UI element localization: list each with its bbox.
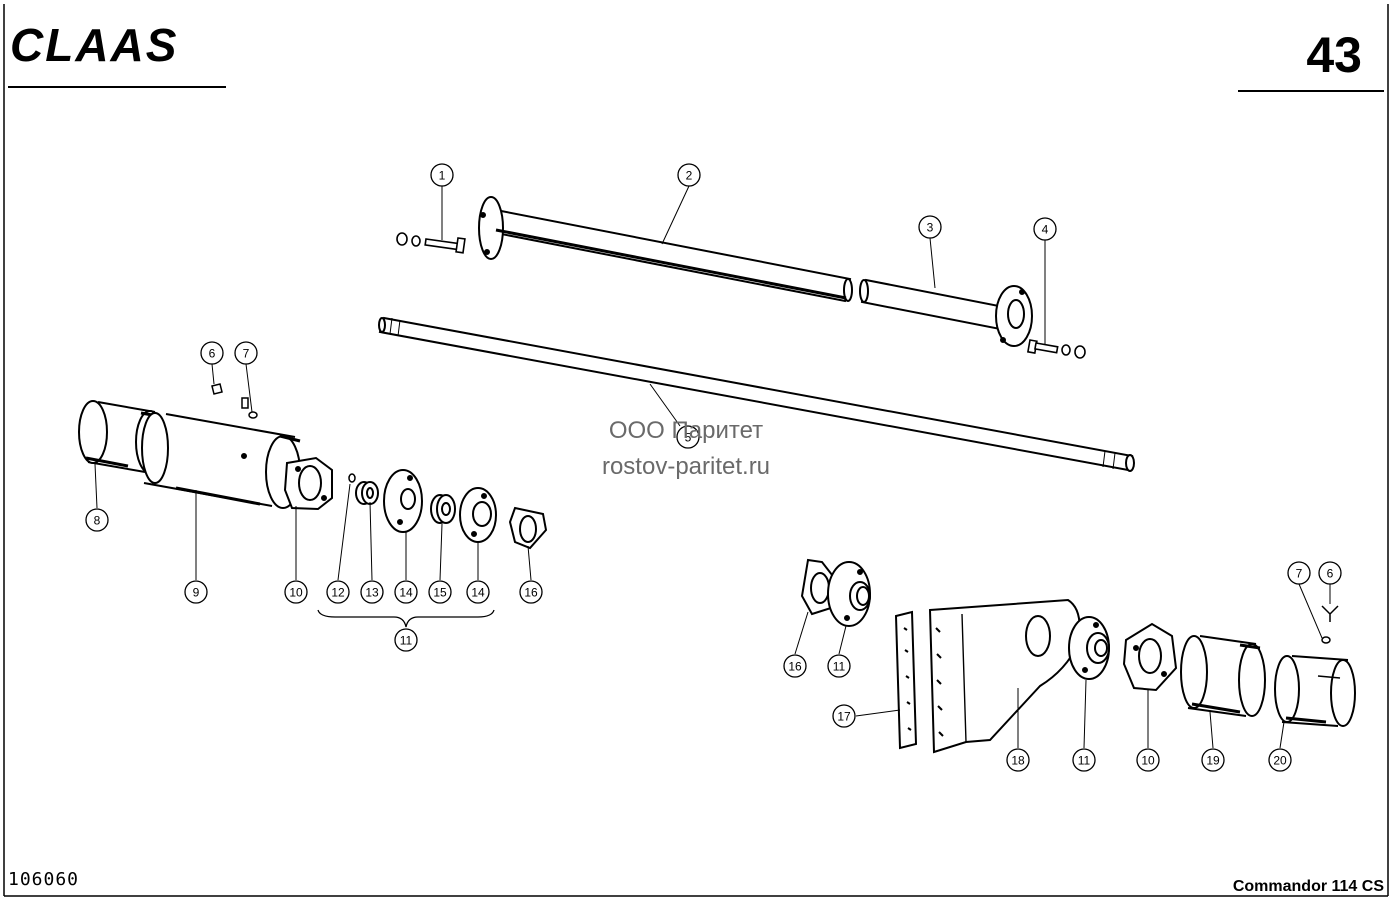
- callout-3: 3: [918, 215, 942, 239]
- sleeve-part-9: [141, 412, 301, 509]
- leader-lines: [94, 185, 1331, 749]
- svg-text:6: 6: [1327, 567, 1334, 581]
- fitting-part-6a: [211, 383, 249, 409]
- callout-14a: 14: [394, 580, 418, 604]
- svg-text:6: 6: [209, 347, 216, 361]
- callout-4: 4: [1033, 217, 1057, 241]
- callout-12: 12: [326, 580, 350, 604]
- bolt-part-4: [1026, 339, 1086, 359]
- sleeve-part-19: [1180, 635, 1266, 717]
- callout-16b: 16: [783, 654, 807, 678]
- svg-text:16: 16: [788, 660, 802, 674]
- callout-16a: 16: [519, 580, 543, 604]
- svg-text:10: 10: [1141, 754, 1155, 768]
- brand-underline: [8, 86, 226, 88]
- watermark-website: rostov-paritet.ru: [601, 453, 771, 480]
- callout-10a: 10: [284, 580, 308, 604]
- callout-14b: 14: [466, 580, 490, 604]
- callout-11c: 11: [1072, 748, 1096, 772]
- bearing-housing-part-11c: [1068, 616, 1110, 680]
- page-number: 43: [1306, 27, 1362, 83]
- callout-13: 13: [360, 580, 384, 604]
- callout-8: 8: [85, 508, 109, 532]
- pin-part-12: [348, 473, 356, 483]
- shaft-part-2: [478, 196, 853, 303]
- svg-text:7: 7: [1296, 567, 1303, 581]
- svg-text:19: 19: [1206, 754, 1220, 768]
- callout-18: 18: [1006, 748, 1030, 772]
- page-frame: [3, 4, 1389, 897]
- callout-9: 9: [184, 580, 208, 604]
- callout-1: 1: [430, 163, 454, 187]
- svg-text:1: 1: [439, 169, 446, 183]
- svg-text:11: 11: [833, 660, 846, 674]
- svg-text:4: 4: [1042, 223, 1049, 237]
- svg-text:18: 18: [1011, 754, 1025, 768]
- drawing-number: 106060: [8, 869, 80, 890]
- callout-6b: 6: [1318, 561, 1342, 585]
- svg-text:11: 11: [1078, 754, 1091, 768]
- callout-15: 15: [428, 580, 452, 604]
- svg-text:15: 15: [433, 586, 447, 600]
- callout-17: 17: [832, 704, 856, 728]
- flange-part-10a: [283, 456, 333, 511]
- svg-text:12: 12: [331, 586, 345, 600]
- svg-text:2: 2: [686, 169, 693, 183]
- svg-text:13: 13: [365, 586, 379, 600]
- bushing-part-13: [355, 481, 379, 505]
- bearing-part-15: [430, 494, 456, 524]
- callout-6a: 6: [200, 341, 224, 365]
- callout-10b: 10: [1136, 748, 1160, 772]
- shaft-part-3: [859, 278, 1033, 347]
- svg-text:20: 20: [1273, 754, 1287, 768]
- svg-text:3: 3: [927, 221, 934, 235]
- svg-text:7: 7: [243, 347, 250, 361]
- assembly-11-bracket: [317, 609, 495, 628]
- washer-part-7a: [248, 411, 258, 419]
- callout-20: 20: [1268, 748, 1292, 772]
- svg-text:16: 16: [524, 586, 538, 600]
- callout-5: 5: [676, 425, 700, 449]
- fitting-part-6b: [1321, 605, 1339, 622]
- svg-text:14: 14: [471, 586, 485, 600]
- callout-7a: 7: [234, 341, 258, 365]
- svg-text:8: 8: [94, 514, 101, 528]
- cover-part-14a: [383, 469, 423, 533]
- page-number-underline: [1238, 90, 1384, 92]
- cover-part-14b: [459, 487, 497, 543]
- brand-logo: CLAAS: [10, 19, 179, 71]
- callout-2: 2: [677, 163, 701, 187]
- callout-11b: 11: [827, 654, 851, 678]
- flange-part-10b: [1122, 622, 1178, 692]
- gasket-part-16a: [508, 506, 548, 550]
- bearing-housing-part-11b: [827, 561, 871, 627]
- model-name: Commandor 114 CS: [1232, 878, 1384, 895]
- bracket-part-18: [928, 598, 1081, 754]
- clamp-part-20: [1274, 655, 1356, 727]
- washer-part-7b: [1321, 636, 1331, 644]
- watermark: ООО Паритет rostov-paritet.ru: [602, 413, 770, 485]
- svg-text:14: 14: [399, 586, 413, 600]
- callout-19: 19: [1201, 748, 1225, 772]
- svg-text:9: 9: [193, 586, 200, 600]
- svg-text:10: 10: [289, 586, 303, 600]
- callout-7b: 7: [1287, 561, 1311, 585]
- bolt-part-1: [396, 232, 466, 254]
- splined-shaft-part-5: [378, 316, 1135, 472]
- watermark-company: ООО Паритет: [608, 417, 764, 444]
- callout-11a: 11: [394, 628, 418, 652]
- svg-text:11: 11: [400, 634, 413, 648]
- svg-text:5: 5: [685, 431, 692, 445]
- svg-text:17: 17: [837, 710, 851, 724]
- plate-part-17: [894, 610, 918, 750]
